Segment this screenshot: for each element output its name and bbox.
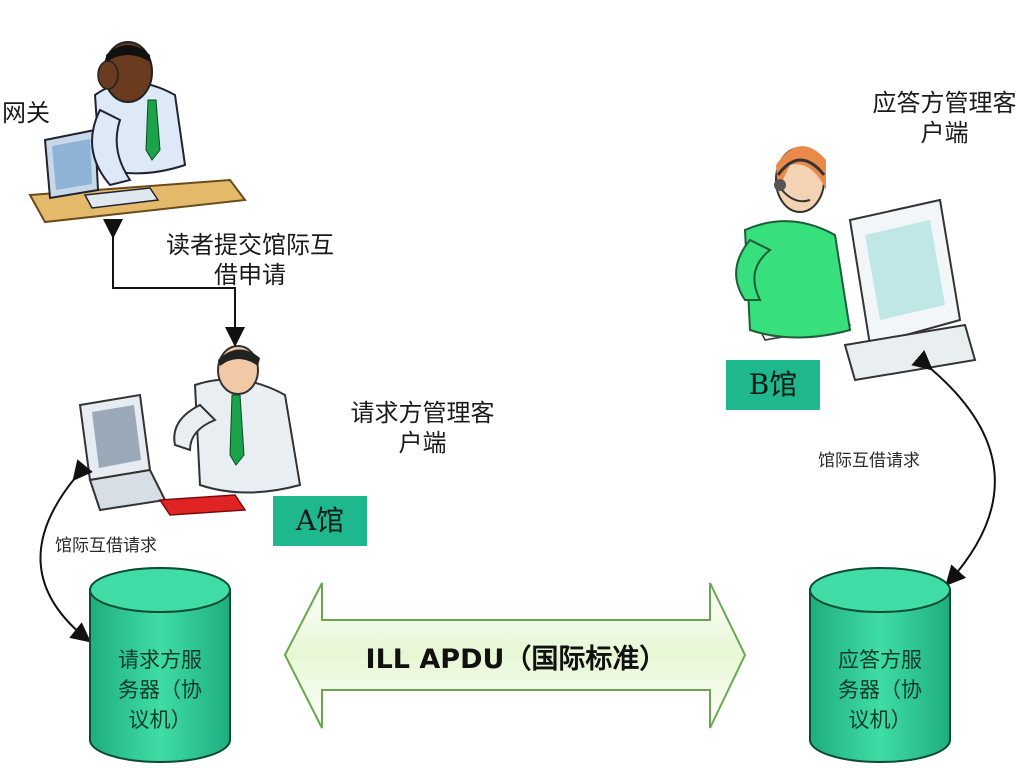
- response-server-line3: 议机）: [848, 708, 912, 732]
- gateway-person-illustration: [28, 41, 247, 224]
- response-client-line2: 户端: [920, 119, 969, 147]
- response-client-line1: 应答方管理客: [872, 89, 1017, 117]
- response-server-line2: 务器（协: [838, 678, 922, 702]
- library-a-badge: A馆: [273, 496, 367, 546]
- ill-request-label-right: 馆际互借请求: [818, 451, 920, 471]
- request-client-label: 请求方管理客 户端: [340, 398, 505, 458]
- protocol-arrow-label: ILL APDU（国际标准）: [365, 644, 667, 675]
- request-server-line3: 议机）: [128, 708, 192, 732]
- reader-submit-label: 读者提交馆际互 借申请: [150, 230, 350, 290]
- response-server-line1: 应答方服: [838, 648, 922, 672]
- library-b-badge: B馆: [726, 360, 820, 410]
- response-client-label: 应答方管理客 户端: [862, 88, 1024, 148]
- response-person-illustration: [735, 146, 977, 382]
- request-client-line1: 请求方管理客: [350, 399, 495, 427]
- request-server-cylinder: [89, 567, 231, 763]
- ill-request-label-left: 馆际互借请求: [55, 536, 157, 556]
- reader-submit-line1: 读者提交馆际互: [166, 231, 334, 259]
- gateway-label: 网关: [2, 99, 50, 127]
- request-server-label: 请求方服 务器（协 议机）: [95, 645, 225, 735]
- request-client-line2: 户端: [398, 429, 447, 457]
- request-server-line2: 务器（协: [118, 678, 202, 702]
- gateway-connector-arrow: [103, 219, 245, 347]
- reader-submit-line2: 借申请: [214, 261, 286, 289]
- protocol-double-arrow: [283, 582, 747, 729]
- request-person-illustration: [78, 345, 302, 516]
- response-server-cylinder: [809, 567, 951, 763]
- request-server-line1: 请求方服: [118, 648, 202, 672]
- right-curved-arrow: [911, 350, 996, 586]
- left-curved-arrow: [39, 459, 93, 643]
- response-server-label: 应答方服 务器（协 议机）: [815, 645, 945, 735]
